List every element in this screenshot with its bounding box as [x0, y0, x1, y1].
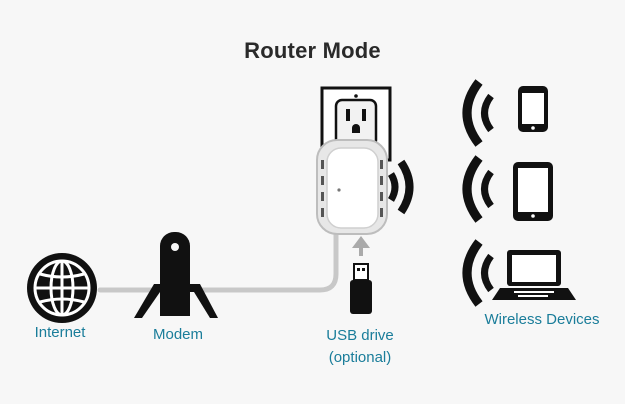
router-icon: [316, 139, 388, 235]
diagram-title: Router Mode: [244, 38, 381, 63]
phone-icon: [518, 86, 548, 132]
wireless-devices-label: Wireless Devices: [484, 311, 600, 328]
wifi-waves-icon: [462, 79, 494, 307]
usb-drive-label-line1: USB drive: [326, 327, 394, 344]
wifi-waves-icon: [387, 159, 414, 215]
usb-drive-label-line2: (optional): [328, 349, 392, 366]
up-arrow-icon: [352, 236, 370, 256]
usb-drive-icon: [350, 263, 372, 314]
tablet-icon: [513, 162, 553, 221]
laptop-icon: [492, 250, 576, 300]
globe-icon: [27, 253, 97, 323]
modem-label: Modem: [152, 326, 204, 343]
internet-label: Internet: [34, 324, 86, 341]
connection-cable: [97, 227, 339, 293]
modem-icon: [134, 232, 218, 318]
usb-drive-label: USB drive (optional): [315, 325, 405, 369]
